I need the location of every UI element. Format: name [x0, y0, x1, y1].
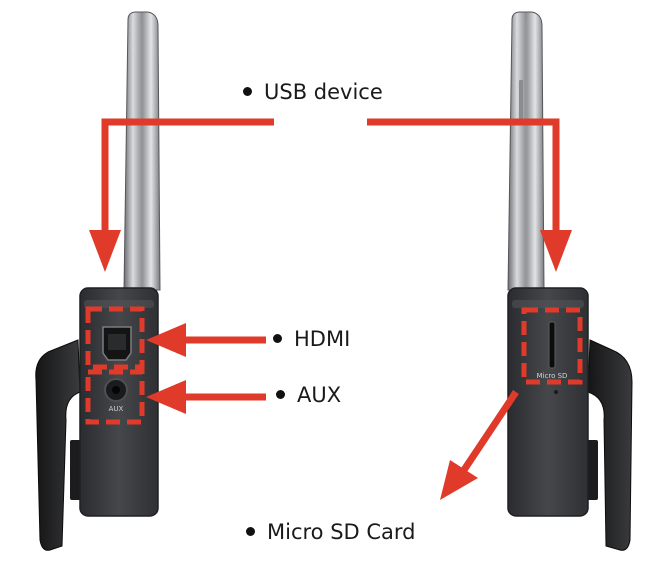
right-clip-bracket — [587, 339, 633, 551]
aux-label: AUX — [276, 385, 341, 406]
usb-arrow-right-head — [540, 230, 572, 272]
usb-arrows — [89, 118, 572, 272]
left-phone-edge — [123, 11, 161, 291]
micro-sd-slot-icon: Micro SD — [537, 321, 568, 380]
usb-device-text: USB device — [264, 80, 383, 104]
left-device: AUX — [35, 11, 161, 551]
aux-arrow-head — [146, 380, 186, 414]
bullet-dot-icon — [246, 526, 255, 536]
right-dongle-body — [507, 287, 589, 517]
sd-slot-print: Micro SD — [537, 372, 568, 380]
hdmi-label: HDMI — [273, 329, 350, 350]
aux-jack-icon: AUX — [104, 378, 128, 413]
bullet-dot-icon — [273, 333, 282, 343]
right-device: Micro SD — [507, 11, 633, 551]
microsd-highlight-box — [521, 307, 583, 385]
aux-highlight-box — [85, 369, 145, 425]
bullet-dot-icon — [243, 86, 252, 96]
microsd-arrow-head — [440, 460, 478, 500]
aux-text: AUX — [297, 383, 342, 407]
microsd-text: Micro SD Card — [267, 520, 416, 544]
usb-arrow-left-head — [89, 230, 121, 272]
microsd-label: Micro SD Card — [246, 522, 416, 543]
aux-port-print: AUX — [109, 405, 124, 413]
microsd-arrow-line — [461, 390, 519, 472]
left-clip-bracket — [35, 339, 81, 551]
hdmi-text: HDMI — [294, 327, 351, 351]
hdmi-arrow-head — [146, 323, 186, 357]
hdmi-port-icon — [102, 326, 132, 361]
hdmi-highlight-box — [85, 306, 145, 370]
bullet-dot-icon — [276, 389, 285, 399]
usb-device-label: USB device — [243, 82, 383, 103]
port-arrows — [146, 323, 519, 500]
usb-arrow-right-line — [367, 118, 560, 232]
usb-arrow-left-line — [101, 118, 274, 232]
left-dongle-body — [79, 287, 159, 517]
